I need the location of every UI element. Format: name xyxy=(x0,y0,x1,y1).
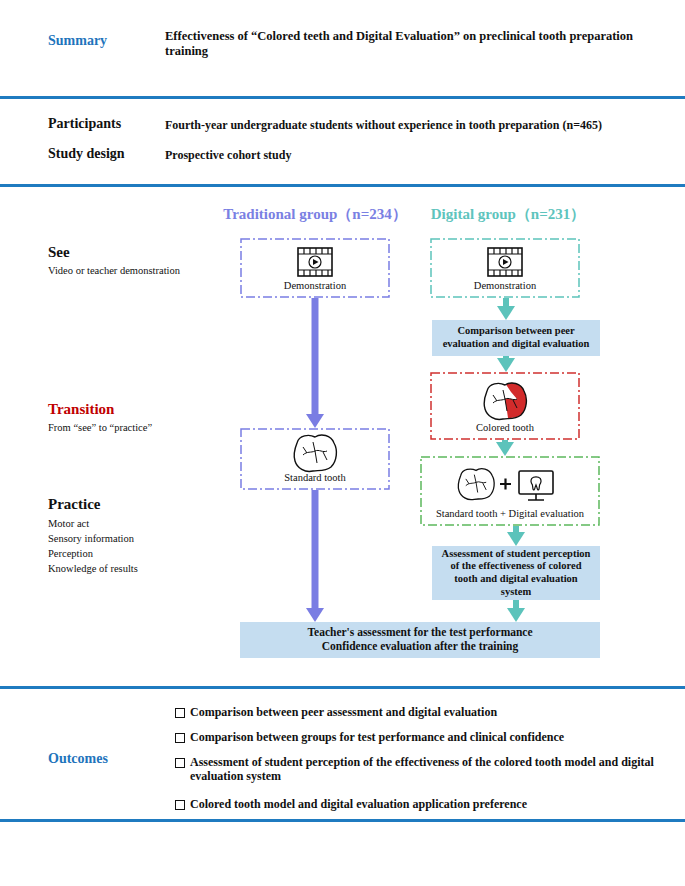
flow-arrow xyxy=(513,600,519,608)
row-text: Prospective cohort study xyxy=(165,148,291,162)
dash-dot-border xyxy=(421,457,599,525)
monitor-icon xyxy=(519,471,553,500)
stage-heading: Practice xyxy=(48,495,100,513)
title-text: Effectiveness of “Colored teeth and Digi… xyxy=(165,29,635,59)
dash-dot-border xyxy=(241,239,389,297)
section-heading: Outcomes xyxy=(48,751,108,768)
dash-dot-border xyxy=(431,239,579,297)
colored-tooth-icon xyxy=(484,383,526,420)
stage-box: Demonstration xyxy=(430,238,580,298)
process-box: Assessment of student perception of the … xyxy=(432,546,600,600)
node-text: Standard tooth xyxy=(284,472,346,485)
node-text: Demonstration xyxy=(474,280,536,293)
video-icon xyxy=(488,248,522,276)
video-icon xyxy=(298,248,332,276)
stage-note: From “see” to “practice” xyxy=(48,422,152,435)
flow-arrow xyxy=(503,298,509,306)
checkbox xyxy=(176,801,185,810)
group-heading: Traditional group（n=234） xyxy=(165,205,465,223)
tooth-outline xyxy=(484,383,526,419)
section-rule xyxy=(0,96,685,99)
stage-note: Sensory information xyxy=(48,533,134,546)
node-text: Demonstration xyxy=(284,280,346,293)
flow-arrow xyxy=(503,356,509,358)
tooth-fissure xyxy=(466,475,486,493)
row-heading: Participants xyxy=(48,116,121,133)
section-rule xyxy=(0,819,685,822)
tooth-icon xyxy=(458,469,494,500)
group-heading: Digital group（n=231） xyxy=(358,205,658,223)
checkbox xyxy=(176,759,185,768)
stage-heading: See xyxy=(48,243,70,261)
section-rule xyxy=(0,184,685,187)
flow-arrow xyxy=(312,490,319,608)
tooth-fill xyxy=(484,383,526,419)
row-heading: Study design xyxy=(48,146,125,163)
flow-arrow xyxy=(502,440,508,442)
node-text: Confidence evaluation after the training xyxy=(322,640,519,654)
monitor-screen xyxy=(519,471,553,494)
node-text: Teacher's assessment for the test perfor… xyxy=(307,626,532,640)
monitor-stand xyxy=(528,494,544,500)
outcome-item: Comparison between groups for test perfo… xyxy=(190,730,564,744)
process-box: Teacher's assessment for the test perfor… xyxy=(240,622,600,658)
section-rule xyxy=(0,686,685,689)
stage-box: Demonstration xyxy=(240,238,390,298)
stage-box: Colored tooth xyxy=(430,372,580,440)
flow-arrow xyxy=(513,526,519,532)
tooth-fissure xyxy=(493,390,517,411)
stage-box: Standard tooth xyxy=(240,428,390,490)
tooth-mini xyxy=(531,477,541,490)
plus-symbol xyxy=(500,479,511,490)
process-box: Comparison between peer evaluation and d… xyxy=(432,320,600,356)
node-text: Standard tooth + Digital evaluation xyxy=(436,508,584,521)
stage-note: Perception xyxy=(48,548,93,561)
node-text: Comparison between peer evaluation and d… xyxy=(438,325,594,350)
tooth-outline xyxy=(458,469,494,500)
stage-box: Standard tooth + Digital evaluation xyxy=(420,456,600,526)
stage-note: Video or teacher demonstration xyxy=(48,265,180,278)
dash-dot-border xyxy=(431,373,579,439)
stage-heading: Transition xyxy=(48,400,114,418)
stage-note: Motor act xyxy=(48,518,89,531)
flow-arrow xyxy=(312,298,319,414)
tooth-outline xyxy=(294,435,336,471)
node-text: Assessment of student perception of the … xyxy=(438,548,594,598)
tooth-mini-shape xyxy=(531,477,541,490)
outcome-item: Colored tooth model and digital evaluati… xyxy=(190,797,527,811)
tooth-icon xyxy=(294,435,336,471)
checkbox xyxy=(176,734,185,743)
dash-dot-border xyxy=(241,429,389,489)
stage-note: Knowledge of results xyxy=(48,563,138,576)
outcome-item: Assessment of student perception of the … xyxy=(190,755,660,784)
tooth-fissure xyxy=(303,442,327,463)
outcome-item: Comparison between peer assessment and d… xyxy=(190,705,497,719)
row-text: Fourth-year undergraduate students witho… xyxy=(165,118,602,132)
node-text: Colored tooth xyxy=(476,422,534,435)
checkbox xyxy=(176,709,185,718)
section-heading: Summary xyxy=(48,33,107,50)
